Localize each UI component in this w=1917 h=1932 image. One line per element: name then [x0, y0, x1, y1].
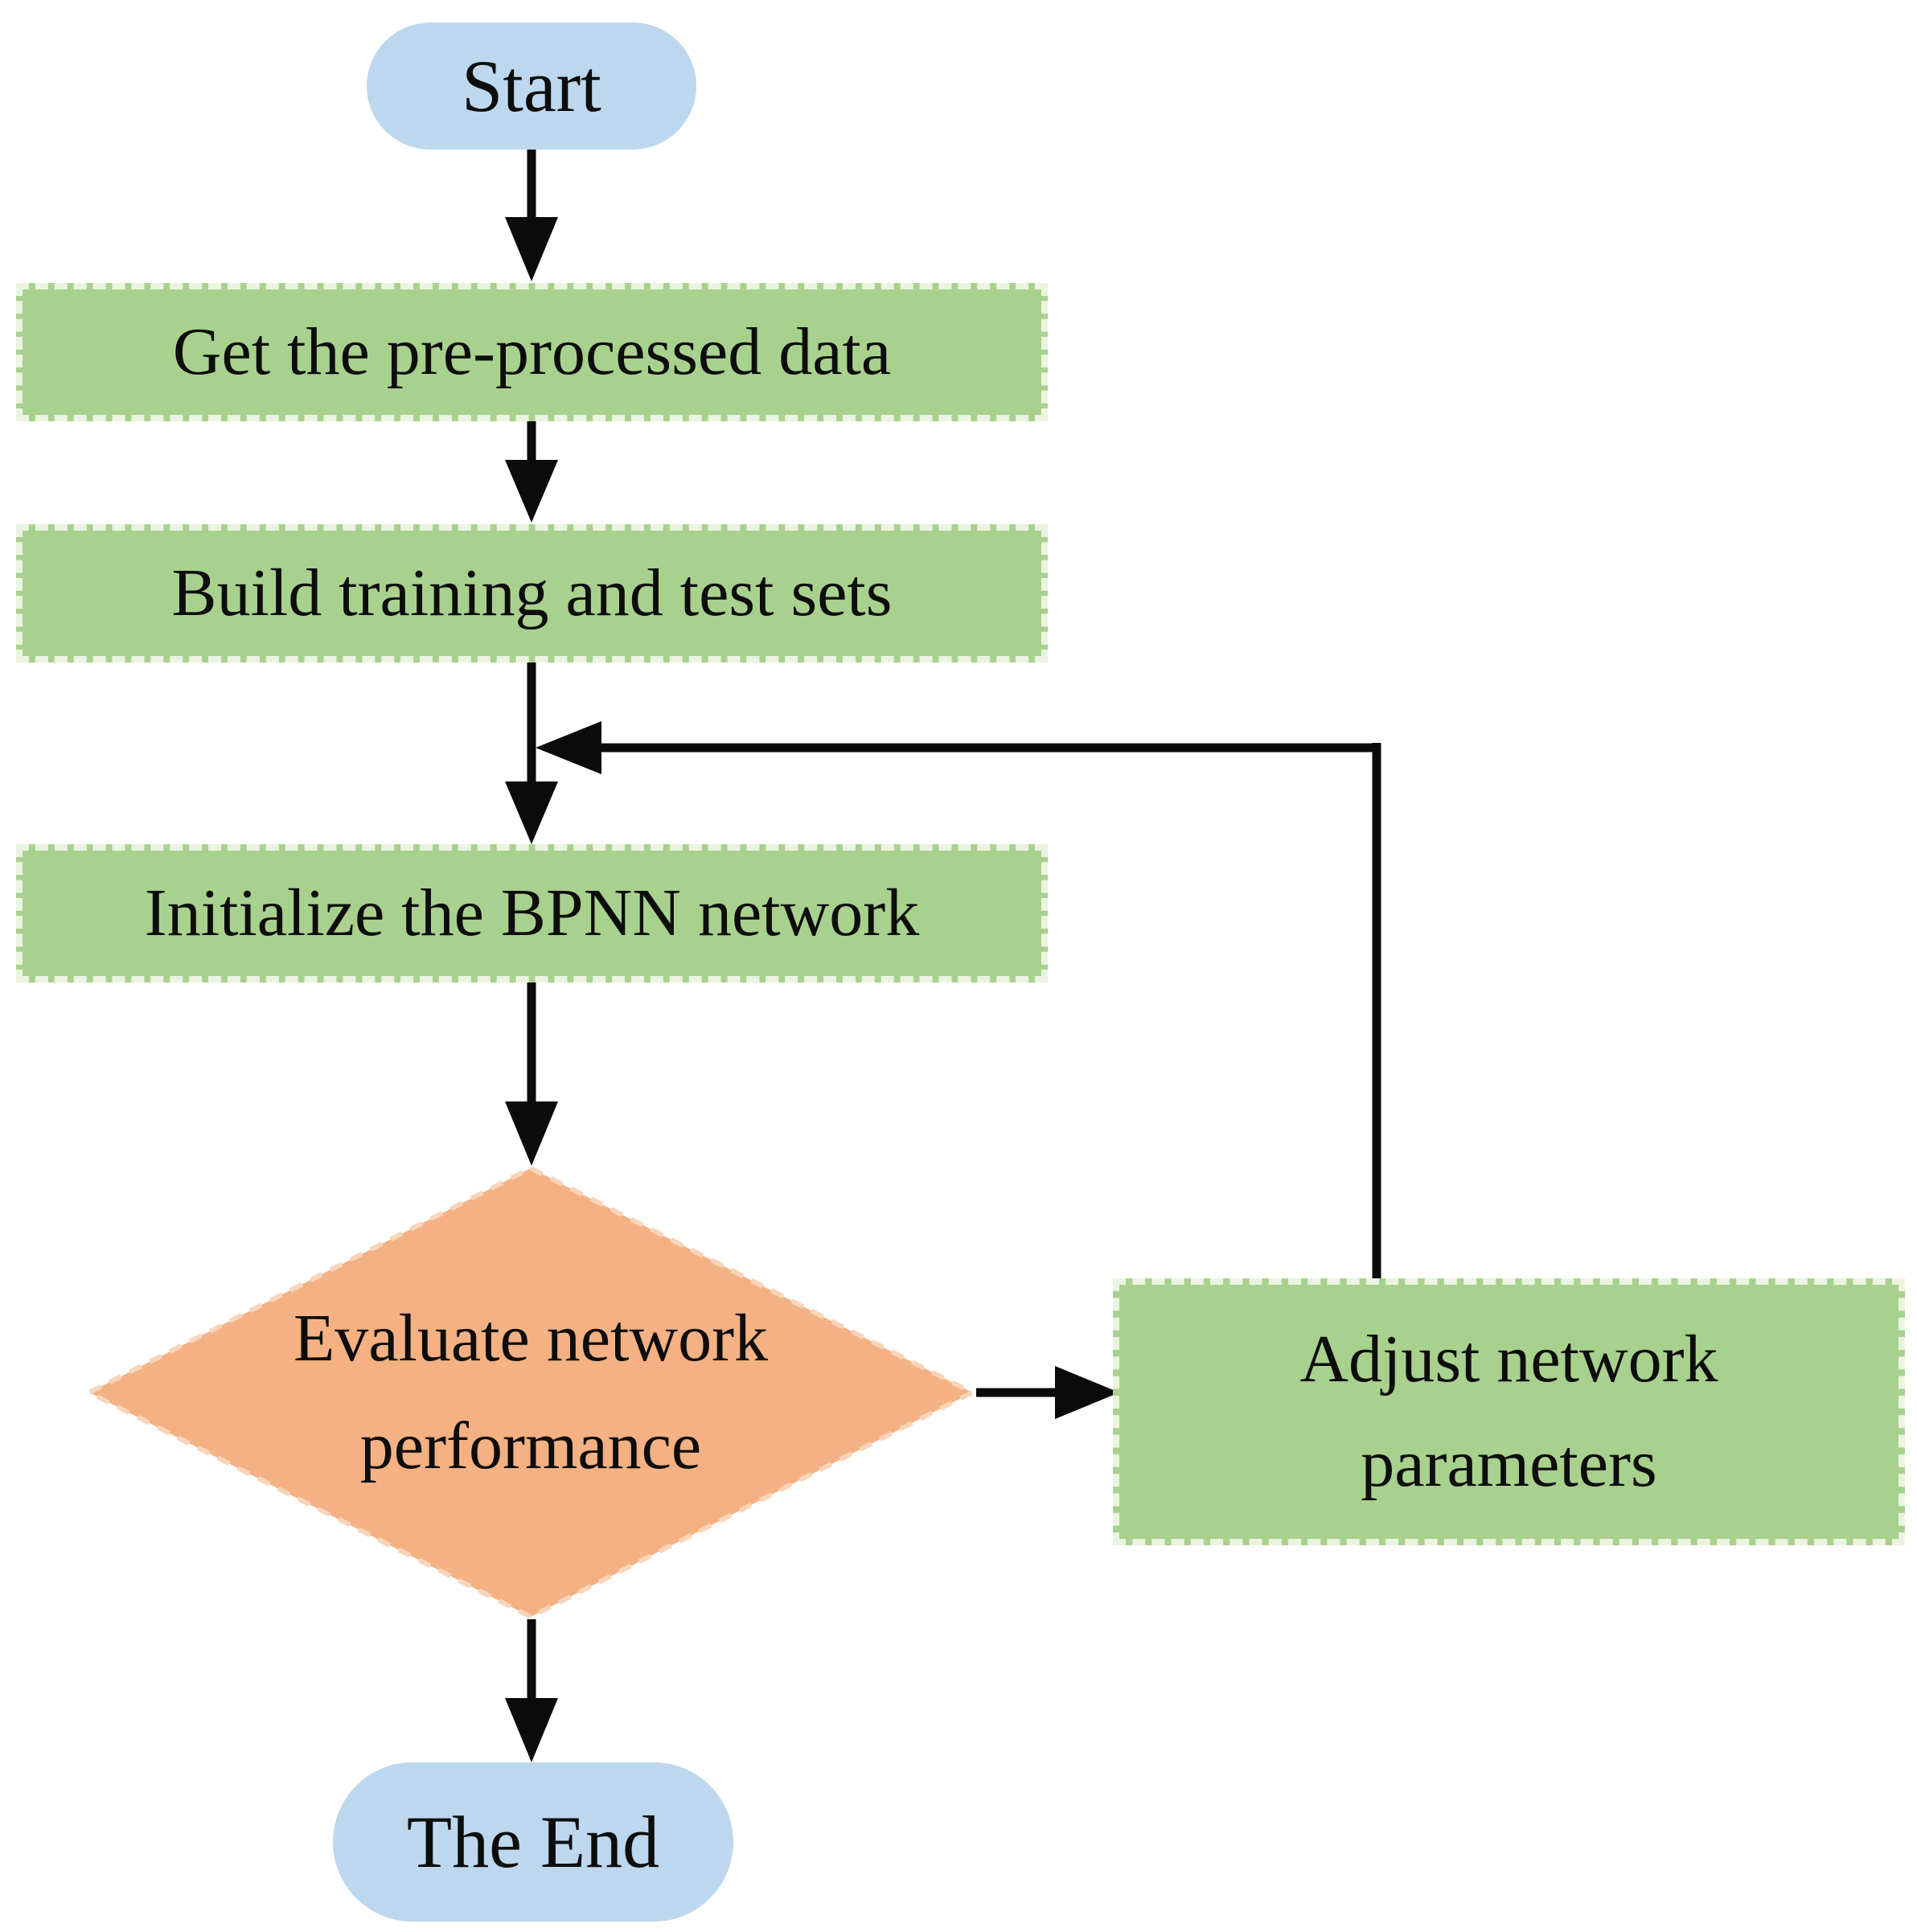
decision-diamond-shape [85, 1165, 976, 1620]
arrowhead-evaluate-to-adjust [1055, 1366, 1119, 1419]
flow-node-build-sets-label: Build training and test sets [171, 555, 893, 630]
arrowhead-evaluate-to-end [505, 1698, 558, 1762]
flow-node-adjust: Adjust network parameters [1113, 1278, 1905, 1545]
flow-node-get-data-label: Get the pre-processed data [172, 314, 892, 389]
flow-node-build-sets: Build training and test sets [16, 524, 1048, 662]
arrowhead-feedback-to-mainline [536, 721, 601, 774]
flow-node-end-label: The End [406, 1800, 660, 1883]
flow-node-start-label: Start [462, 44, 601, 127]
flow-node-get-data: Get the pre-processed data [16, 283, 1048, 421]
arrowhead-getdata-to-buildsets [505, 460, 558, 523]
arrowhead-init-to-evaluate [505, 1101, 558, 1166]
flow-node-evaluate-label-wrap: Evaluate network performance [85, 1164, 976, 1621]
flow-node-evaluate-label: Evaluate network performance [293, 1300, 769, 1483]
flow-node-end: The End [333, 1762, 733, 1922]
decision-diamond-polygon [85, 1165, 976, 1620]
flow-node-init-bpnn-label: Initialize the BPNN network [144, 875, 920, 950]
flow-node-evaluate: Evaluate network performance [85, 1164, 976, 1621]
flow-node-adjust-label: Adjust network parameters [1299, 1321, 1718, 1501]
arrowhead-buildsets-to-init [505, 781, 558, 844]
arrowhead-start-to-getdata [505, 217, 558, 281]
flow-node-init-bpnn: Initialize the BPNN network [16, 844, 1048, 982]
flow-node-start: Start [367, 23, 696, 150]
